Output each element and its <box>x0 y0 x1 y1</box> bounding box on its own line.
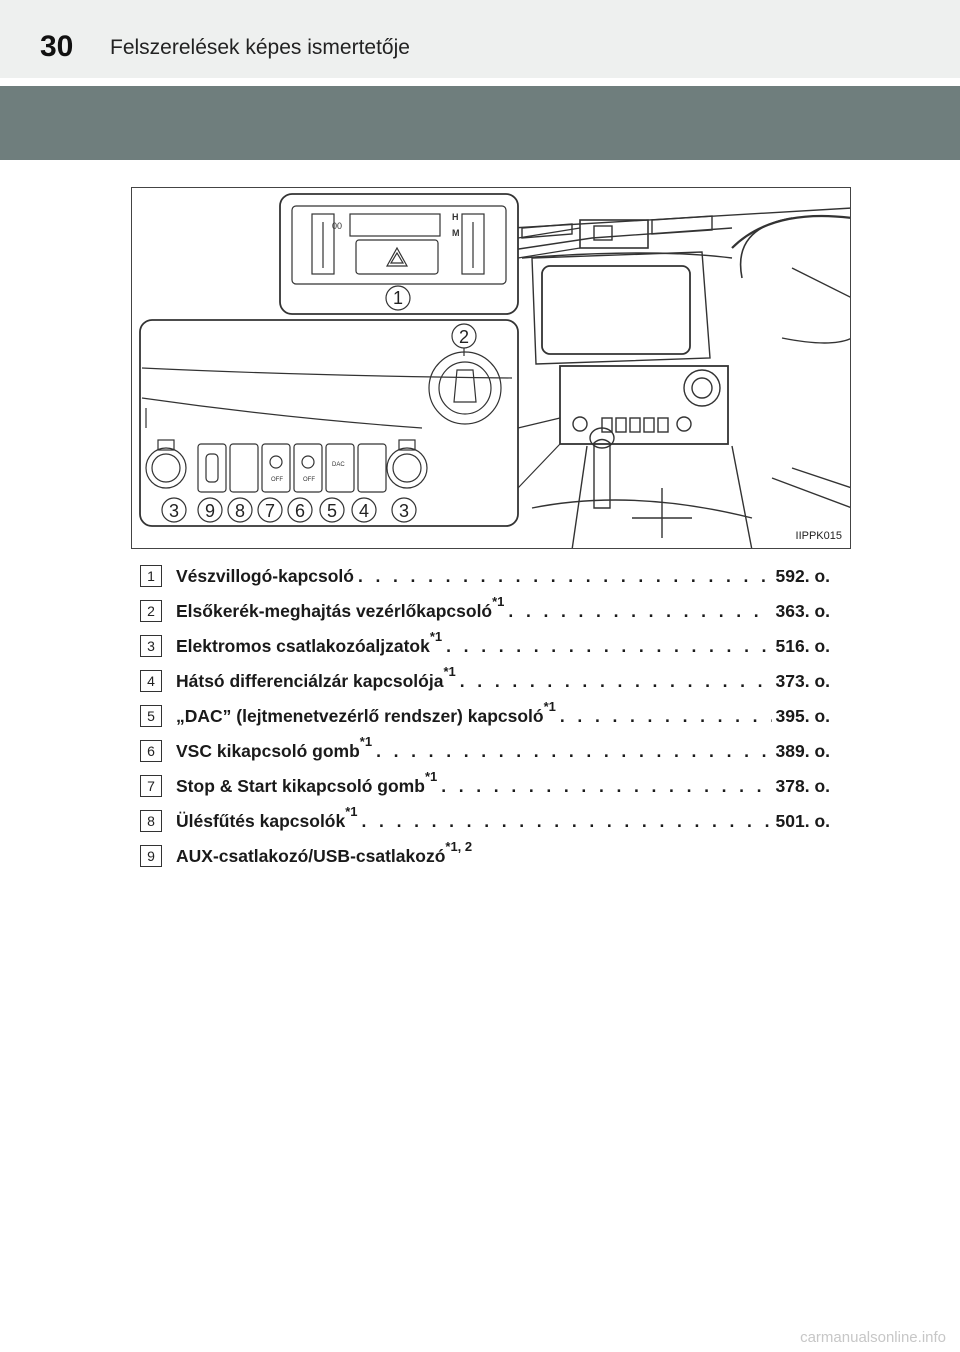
item-label: AUX-csatlakozó/USB-csatlakozó*1, 2 <box>176 839 473 866</box>
section-title: Felszerelések képes ismertetője <box>110 36 410 59</box>
callout-7: 7 <box>265 501 275 521</box>
callout-8: 8 <box>235 501 245 521</box>
page-ref: 395. o. <box>775 705 830 726</box>
dot-leader <box>460 671 772 692</box>
item-number: 3 <box>140 635 162 657</box>
callout-1: 1 <box>393 288 403 308</box>
item-number: 1 <box>140 565 162 587</box>
list-item: 7 Stop & Start kikapcsoló gomb*1 378. o. <box>140 769 830 805</box>
page-ref: 501. o. <box>775 810 830 831</box>
callout-9: 9 <box>205 501 215 521</box>
page-number: 30 <box>40 30 74 63</box>
list-item: 3 Elektromos csatlakozóaljzatok*1 516. o. <box>140 629 830 665</box>
list-item: 5 „DAC” (lejtmenetvezérlő rendszer) kapc… <box>140 699 830 735</box>
dot-leader <box>376 741 771 762</box>
list-item: 9 AUX-csatlakozó/USB-csatlakozó*1, 2 <box>140 839 830 875</box>
callout-3-left: 3 <box>169 501 179 521</box>
page-ref: 516. o. <box>775 635 830 656</box>
header-strip <box>0 0 960 78</box>
item-label: VSC kikapcsoló gomb*1 <box>176 734 373 761</box>
item-number: 9 <box>140 845 162 867</box>
item-label: „DAC” (lejtmenetvezérlő rendszer) kapcso… <box>176 699 556 726</box>
dot-leader <box>362 811 772 832</box>
list-item: 6 VSC kikapcsoló gomb*1 389. o. <box>140 734 830 770</box>
callout-5: 5 <box>327 501 337 521</box>
item-label: Ülésfűtés kapcsolók*1 <box>176 804 358 831</box>
callout-3-right: 3 <box>399 501 409 521</box>
dac-label: DAC <box>332 462 345 468</box>
dot-leader <box>560 706 772 727</box>
svg-text:00: 00 <box>332 221 342 231</box>
page-ref: 373. o. <box>775 670 830 691</box>
item-number: 2 <box>140 600 162 622</box>
dot-leader <box>358 566 772 587</box>
figure-code: IIPPK015 <box>795 530 842 542</box>
legend-list: 1 Vészvillogó-kapcsoló 592. o. 2 Elsőkeré… <box>140 560 830 875</box>
list-item: 2 Elsőkerék-meghajtás vezérlőkapcsoló*1 3… <box>140 594 830 630</box>
dot-leader <box>508 601 771 622</box>
callout-6: 6 <box>295 501 305 521</box>
dashboard-illustration: 00 H M 1 <box>131 187 851 549</box>
callout-2: 2 <box>459 327 469 347</box>
page-ref: 389. o. <box>775 740 830 761</box>
item-label: Elsőkerék-meghajtás vezérlőkapcsoló*1 <box>176 594 505 621</box>
item-number: 4 <box>140 670 162 692</box>
list-item: 4 Hátsó differenciálzár kapcsolója*1 373.… <box>140 664 830 700</box>
item-label: Hátsó differenciálzár kapcsolója*1 <box>176 664 456 691</box>
dashboard-drawing: 00 H M 1 <box>139 193 850 548</box>
item-number: 5 <box>140 705 162 727</box>
watermark: carmanualsonline.info <box>800 1329 946 1346</box>
header-band <box>0 86 960 160</box>
page-ref: 378. o. <box>775 775 830 796</box>
item-number: 6 <box>140 740 162 762</box>
list-item: 1 Vészvillogó-kapcsoló 592. o. <box>140 560 830 595</box>
ss-off-label: OFF <box>271 477 283 483</box>
item-number: 7 <box>140 775 162 797</box>
vsc-off-label: OFF <box>303 477 315 483</box>
page-ref: 592. o. <box>775 565 830 586</box>
seat-high-label: H <box>452 212 459 222</box>
dot-leader <box>446 636 771 657</box>
item-number: 8 <box>140 810 162 832</box>
item-label: Elektromos csatlakozóaljzatok*1 <box>176 629 443 656</box>
item-label: Vészvillogó-kapcsoló <box>176 565 354 586</box>
seat-low-label: M <box>452 228 460 238</box>
item-label: Stop & Start kikapcsoló gomb*1 <box>176 769 438 796</box>
list-item: 8 Ülésfűtés kapcsolók*1 501. o. <box>140 804 830 840</box>
dot-leader <box>441 776 771 797</box>
callout-4: 4 <box>359 501 369 521</box>
page-ref: 363. o. <box>775 600 830 621</box>
